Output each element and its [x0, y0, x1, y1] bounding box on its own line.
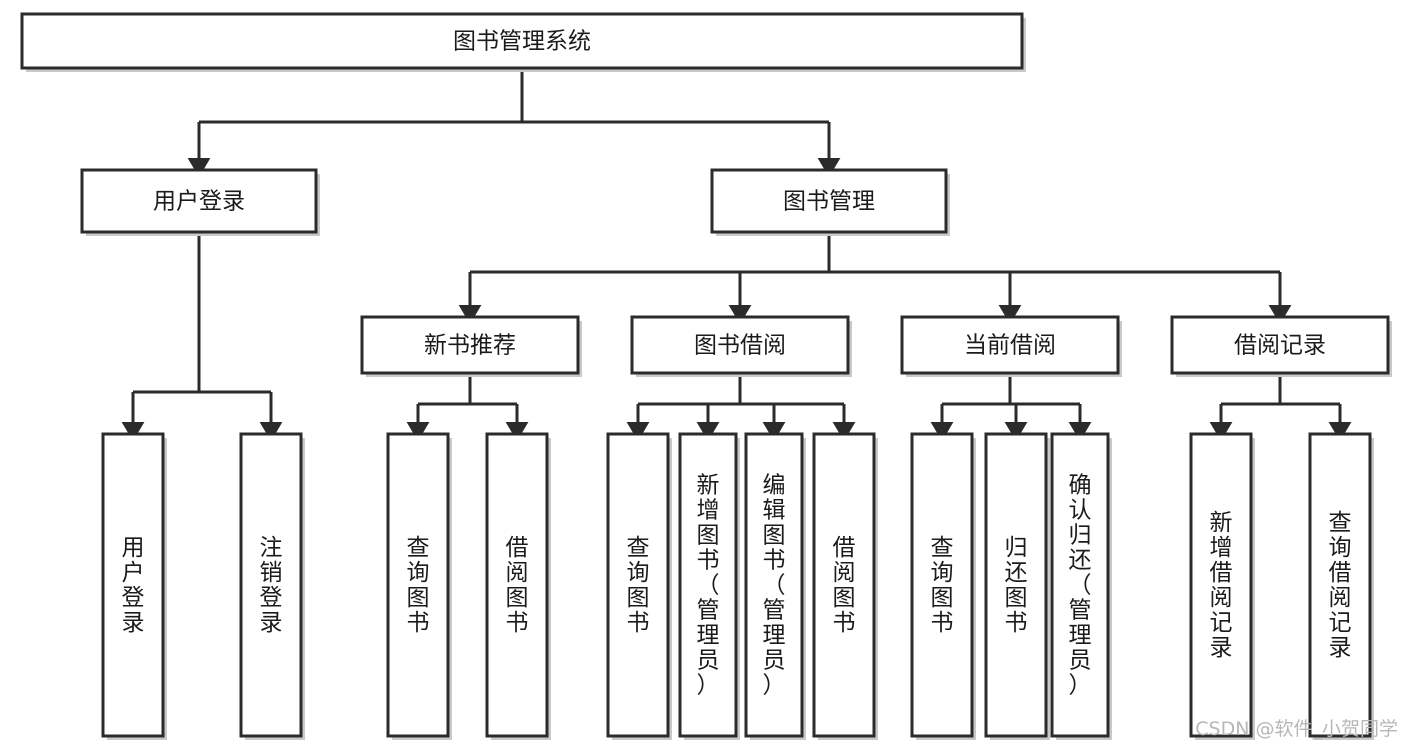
node-label: 编辑图书（管理员） — [763, 473, 786, 699]
node-leaf-confirm-return-admin[interactable]: 确认归还（管理员） — [1050, 432, 1112, 740]
node-leaf-query-book-current[interactable]: 查询图书 — [910, 432, 976, 740]
node-label: 查询图书 — [407, 535, 430, 636]
node-new-book-recommend[interactable]: 新书推荐 — [360, 315, 582, 377]
node-label: 归还图书 — [1005, 535, 1028, 636]
node-label: 图书管理 — [783, 189, 875, 215]
node-label: 用户登录 — [122, 535, 145, 636]
node-label: 确认归还（管理员） — [1069, 473, 1092, 699]
node-layer: 图书管理系统用户登录图书管理新书推荐图书借阅当前借阅借阅记录用户登录注销登录查询… — [20, 12, 1392, 740]
node-label: 新增借阅记录 — [1210, 510, 1233, 661]
node-label: 新书推荐 — [424, 333, 516, 359]
node-label: 查询图书 — [627, 535, 650, 636]
node-label: 当前借阅 — [964, 333, 1056, 359]
node-leaf-return-book[interactable]: 归还图书 — [984, 432, 1050, 740]
node-label: 用户登录 — [153, 189, 245, 215]
node-leaf-query-book-borrow[interactable]: 查询图书 — [606, 432, 672, 740]
node-label: 查询图书 — [931, 535, 954, 636]
node-label: 图书借阅 — [694, 333, 786, 359]
csdn-watermark: CSDN @软件_小贺同学 — [1195, 718, 1398, 740]
node-leaf-query-borrow-record[interactable]: 查询借阅记录 — [1308, 432, 1374, 740]
node-label: 借阅图书 — [506, 535, 529, 636]
node-book-borrow[interactable]: 图书借阅 — [630, 315, 852, 377]
node-leaf-add-book-admin[interactable]: 新增图书（管理员） — [678, 432, 740, 740]
node-label: 查询借阅记录 — [1329, 510, 1352, 661]
node-book-manage[interactable]: 图书管理 — [710, 168, 950, 236]
connector-layer — [121, 68, 1352, 442]
node-root[interactable]: 图书管理系统 — [20, 12, 1026, 72]
node-leaf-user-login[interactable]: 用户登录 — [101, 432, 167, 740]
node-user-login[interactable]: 用户登录 — [80, 168, 320, 236]
node-label: 注销登录 — [260, 535, 283, 636]
node-leaf-edit-book-admin[interactable]: 编辑图书（管理员） — [744, 432, 806, 740]
node-leaf-borrow-book[interactable]: 借阅图书 — [812, 432, 878, 740]
node-current-borrow[interactable]: 当前借阅 — [900, 315, 1122, 377]
node-label: 新增图书（管理员） — [697, 473, 720, 699]
node-leaf-add-borrow-record[interactable]: 新增借阅记录 — [1189, 432, 1255, 740]
node-label: 借阅图书 — [833, 535, 856, 636]
node-label: 图书管理系统 — [453, 29, 591, 55]
node-leaf-borrow-book-recommend[interactable]: 借阅图书 — [485, 432, 551, 740]
node-leaf-query-book-recommend[interactable]: 查询图书 — [386, 432, 452, 740]
node-leaf-logout-login[interactable]: 注销登录 — [239, 432, 305, 740]
node-borrow-record[interactable]: 借阅记录 — [1170, 315, 1392, 377]
node-label: 借阅记录 — [1234, 333, 1326, 359]
